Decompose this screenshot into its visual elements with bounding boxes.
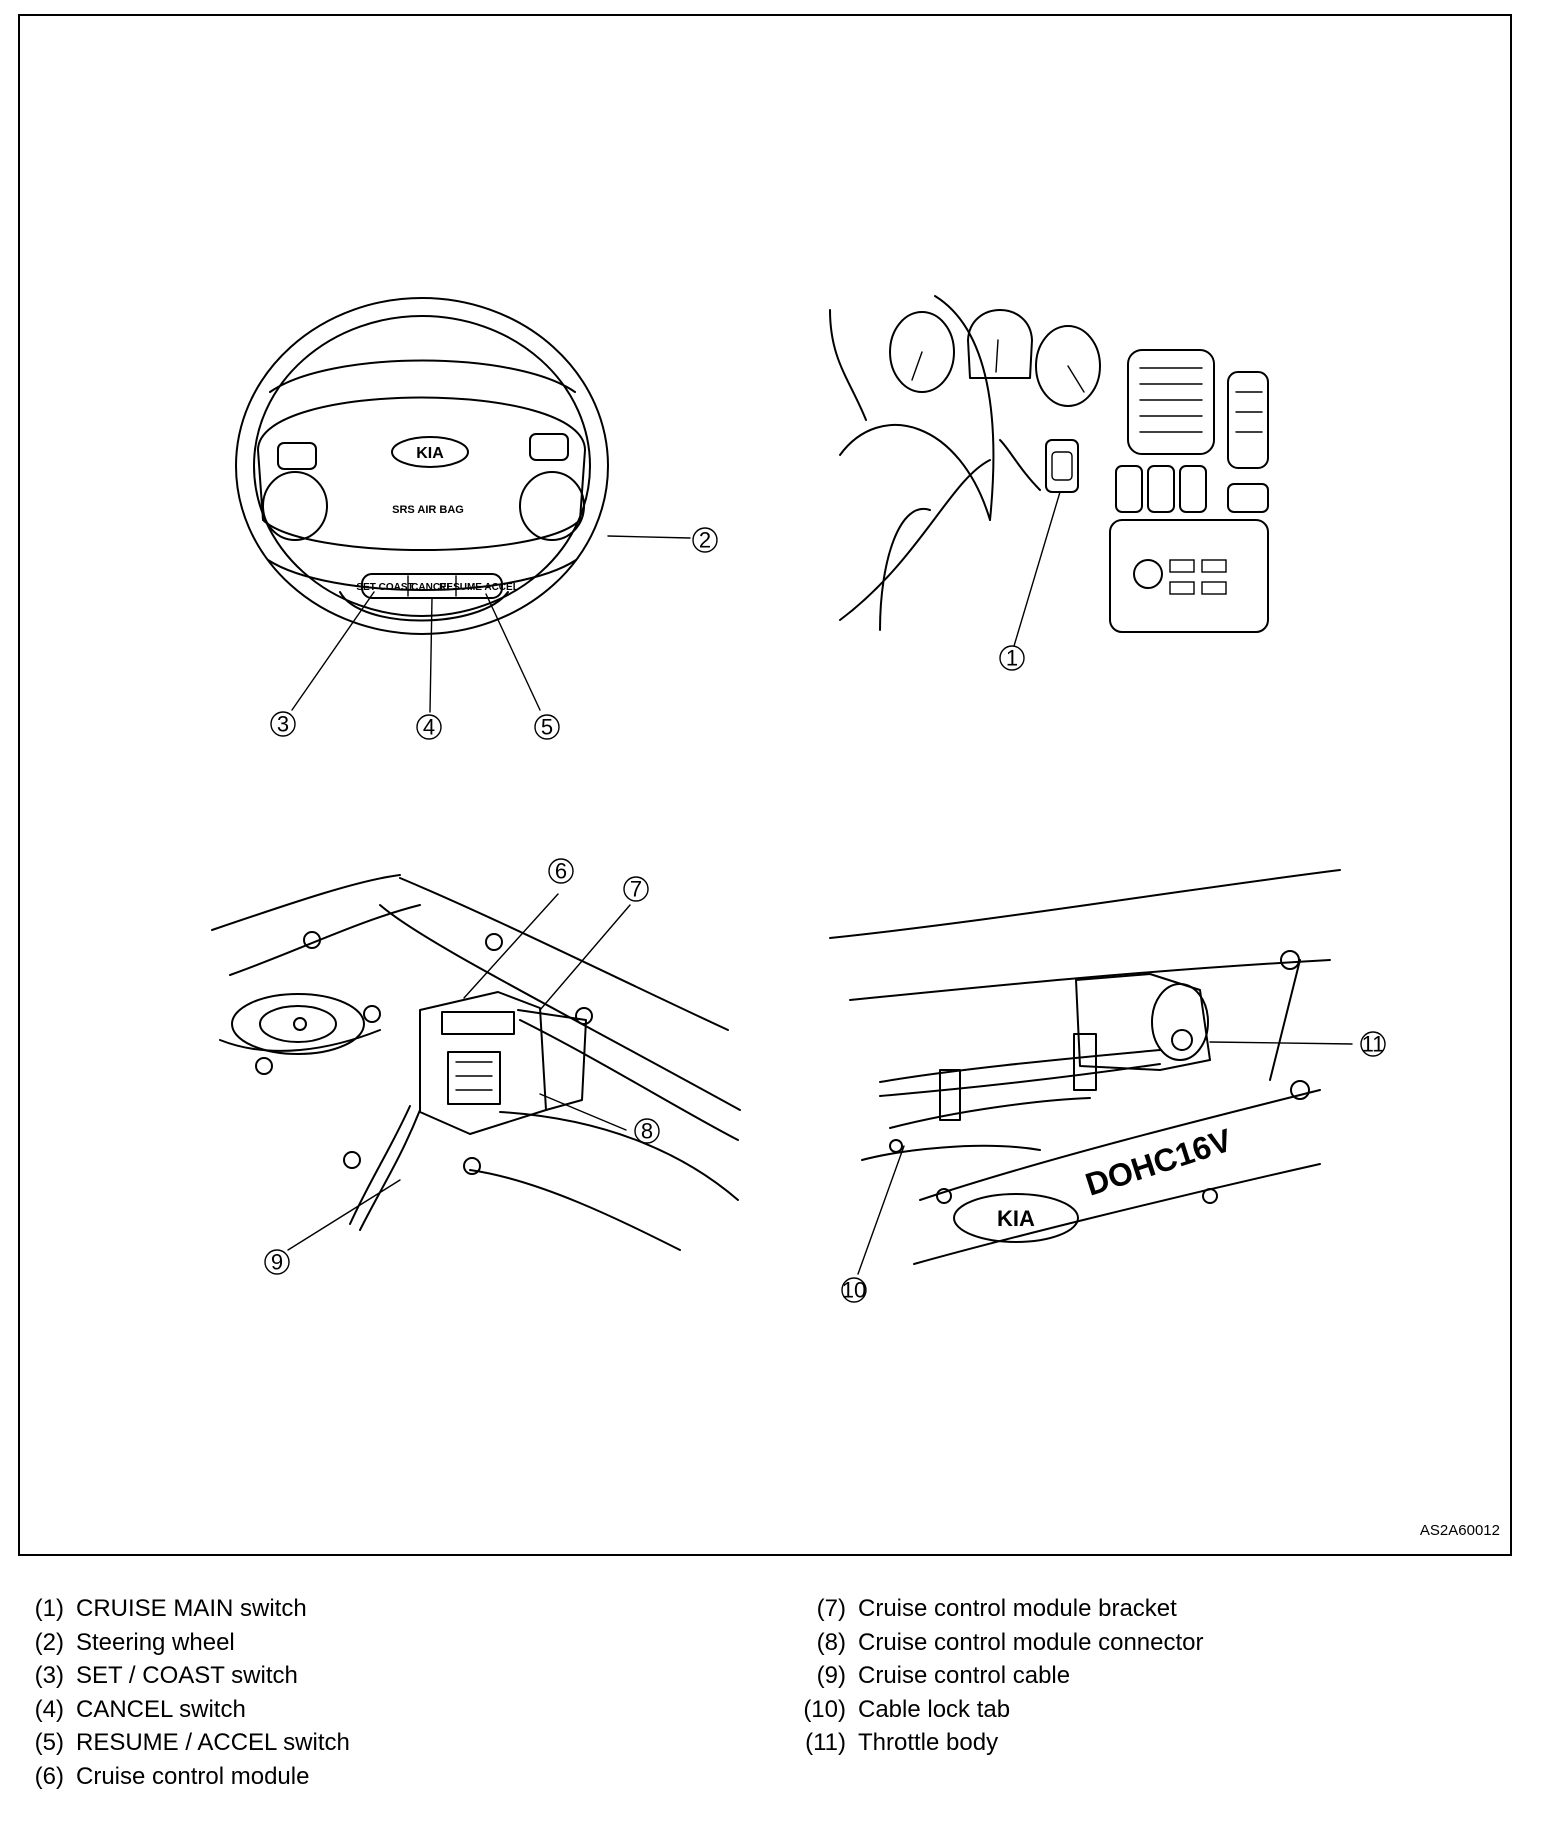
legend-text: SET / COAST switch: [76, 1662, 298, 1689]
legend-text: RESUME / ACCEL switch: [76, 1729, 350, 1756]
callout-label: 5: [541, 715, 553, 740]
legend-right-column: (7) Cruise control module bracket (8) Crui…: [786, 1592, 1204, 1760]
callout-label: 11: [1362, 1032, 1385, 1057]
set-coast-button-label: SET COAST: [356, 582, 413, 593]
callout-10: 10: [841, 1277, 867, 1303]
callout-label: 1: [1006, 646, 1018, 671]
steering-wheel-logo: KIA: [416, 445, 444, 462]
resume-accel-button-label: RESUME ACCEL: [439, 582, 519, 593]
parts-legend: (1)CRUISE MAIN switch (2)Steering wheel …: [0, 1592, 1568, 1812]
legend-item: (7) Cruise control module bracket: [786, 1592, 1204, 1626]
callout-2: 2: [692, 527, 718, 553]
steering-wheel-illustration: KIA SRS AIR BAG SET COAST CANCEL RESUME …: [235, 297, 609, 635]
cruise-control-figure: KIA SRS AIR BAG SET COAST CANCEL RESUME …: [211, 295, 1386, 1303]
legend-left-column: (1)CRUISE MAIN switch (2)Steering wheel …: [4, 1592, 350, 1793]
figure-frame: [18, 14, 1512, 1556]
legend-item: (4) CANCEL switch: [4, 1693, 350, 1727]
legend-number: (5): [34, 1729, 64, 1756]
legend-item: (11) Throttle body: [786, 1726, 1204, 1760]
legend-number: (1): [34, 1595, 64, 1622]
legend-item: (8) Cruise control module connector: [786, 1626, 1204, 1660]
legend-number: (2): [34, 1628, 64, 1656]
legend-text: Throttle body: [858, 1729, 999, 1756]
callout-11: 11: [1360, 1031, 1386, 1057]
legend-number: (10): [803, 1695, 846, 1723]
callout-label: 6: [555, 859, 567, 884]
callout-label: 3: [277, 712, 289, 737]
legend-item: (10) Cable lock tab: [786, 1693, 1204, 1727]
callout-1: 1: [999, 645, 1025, 671]
legend-text: Cruise control cable: [858, 1662, 1071, 1689]
engine-illustration: KIA DOHC16V: [829, 869, 1341, 1265]
legend-text: CANCEL switch: [76, 1695, 246, 1723]
legend-text: Cruise control module bracket: [858, 1595, 1177, 1622]
engine-cover-logo: KIA: [997, 1206, 1035, 1231]
legend-text: CRUISE MAIN switch: [76, 1595, 307, 1622]
cruise-module-illustration: [211, 874, 741, 1251]
callout-label: 10: [842, 1278, 866, 1303]
legend-number: (6): [34, 1762, 64, 1790]
callout-5: 5: [534, 714, 560, 740]
callout-4: 4: [416, 714, 442, 740]
callout-label: 9: [271, 1250, 283, 1275]
callout-9: 9: [264, 1249, 290, 1275]
callout-label: 2: [699, 528, 711, 553]
callout-label: 7: [630, 877, 642, 902]
legend-item: (6) Cruise control module: [4, 1760, 350, 1794]
legend-number: (9): [816, 1662, 846, 1689]
callout-3: 3: [270, 711, 296, 737]
srs-air-bag-label: SRS AIR BAG: [392, 504, 464, 516]
legend-text: Steering wheel: [76, 1628, 235, 1656]
legend-item: (1) CRUISE MAIN switch: [4, 1592, 350, 1626]
legend-item: (2) Steering wheel: [4, 1626, 350, 1660]
callout-8: 8: [634, 1118, 660, 1144]
figure-code: AS2A60012: [1419, 1522, 1500, 1539]
callout-label: 4: [423, 715, 435, 740]
legend-text: Cable lock tab: [858, 1695, 1011, 1723]
legend-item: (3) SET / COAST switch: [4, 1659, 350, 1693]
legend-number: (7): [816, 1595, 846, 1622]
cancel-button-label: CANCEL: [411, 582, 453, 593]
legend-number: (3): [34, 1662, 64, 1689]
legend-number: (8): [816, 1628, 846, 1656]
callout-label: 8: [641, 1119, 653, 1144]
legend-text: Cruise control module connector: [858, 1628, 1204, 1656]
callout-6: 6: [548, 858, 574, 884]
dashboard-illustration: [829, 295, 1269, 633]
legend-text: Cruise control module: [76, 1762, 310, 1790]
legend-item: (9) Cruise control cable: [786, 1659, 1204, 1693]
legend-item: (5) RESUME / ACCEL switch: [4, 1726, 350, 1760]
legend-number: (4): [34, 1695, 64, 1723]
legend-number: (11): [805, 1729, 846, 1756]
callout-7: 7: [623, 876, 649, 902]
